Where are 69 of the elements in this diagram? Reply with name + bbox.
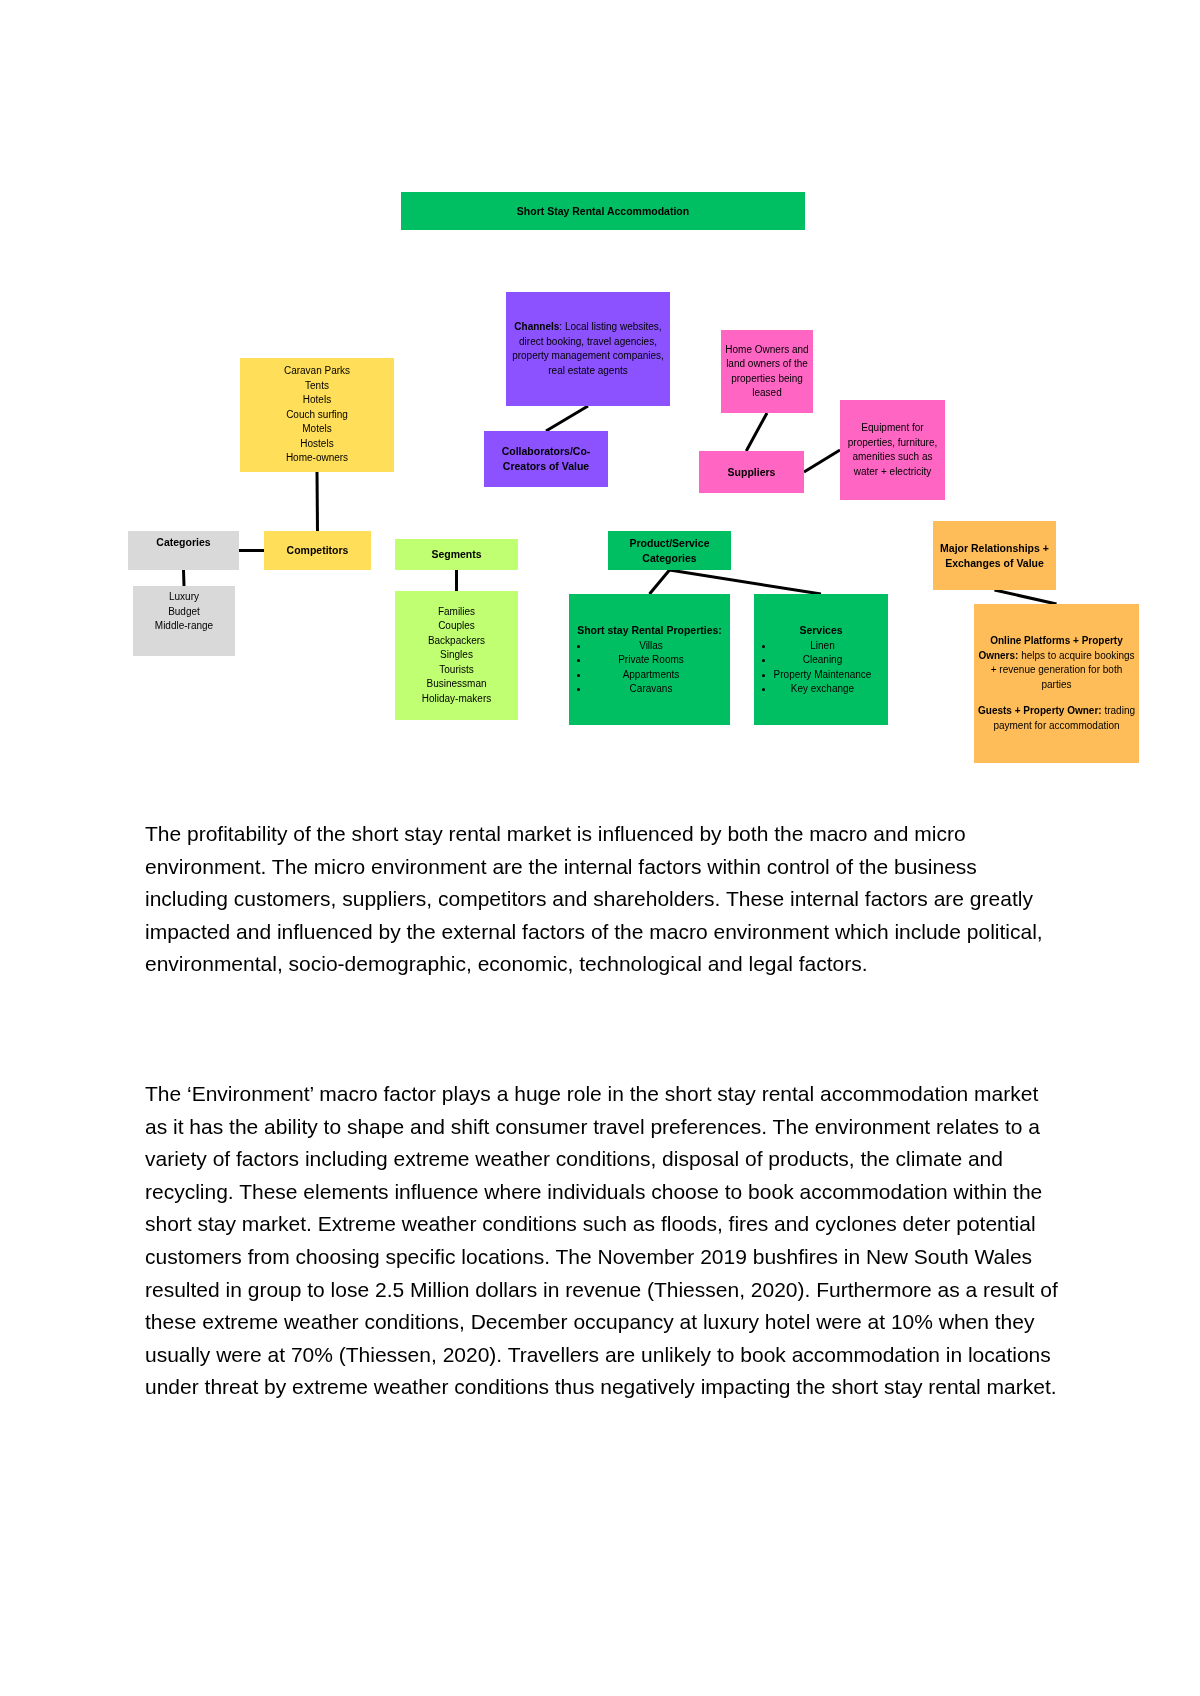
label-box	[401, 192, 805, 230]
label-box	[699, 451, 804, 493]
box-heading: Competitors	[286, 543, 349, 558]
list-item: Key exchange	[789, 682, 856, 696]
box-heading: Product/Service Categories	[628, 535, 711, 566]
label-box	[128, 531, 239, 570]
list-box	[754, 594, 888, 725]
label-box	[395, 539, 518, 570]
connector-line	[182, 569, 186, 587]
body-paragraph: The ‘Environment’ macro factor plays a huge role in the short stay rental accommodation market as it has the ability to shape and shift consumer travel preferences. The environment relates to a variety of factors including extreme weather conditions, disposal of products, the climate and recycling. These elements influence where individuals choose to book accommodation within the short stay market. Extreme weather conditions such as floods, fires and cyclones deter potential customers from choosing specific locations. The November 2019 bushfires in New South Wales resulted in group to lose 2.5 Million dollars in revenue (Thiessen, 2020). Furthermore as a result of these extreme weather conditions, December occupancy at luxury hotel were at 10% when they usually were at 70% (Thiessen, 2020). Travellers are unlikely to book accommodation in locations under threat by extreme weather conditions thus negatively impacting the short stay rental market.	[145, 1081, 1059, 1401]
list-item: Home-owners	[285, 451, 349, 466]
box-heading: Services	[798, 622, 844, 638]
box-heading: Categories	[156, 535, 211, 550]
list-item: Hotels	[302, 393, 332, 408]
box-text: Online Platforms + Property Owners: helps to acquire bookings + revenue generation for both parties	[978, 634, 1135, 692]
box-text: Guests + Property Owner: trading payment for accommodation	[978, 704, 1135, 733]
list-box	[840, 400, 945, 500]
list-item: Families	[437, 604, 476, 619]
list-item: Caravans	[628, 682, 674, 696]
list-item: Tents	[305, 378, 329, 393]
list-item: Home Owners and land owners of the properties being leased	[725, 342, 809, 400]
list-item: Appartments	[621, 667, 681, 682]
list-item: Linen	[809, 638, 836, 653]
label-box	[933, 521, 1056, 590]
list-item: Couch surfing	[286, 407, 348, 422]
list-item: Villas	[638, 638, 664, 653]
connector-line	[239, 549, 264, 552]
body-paragraph: The profitability of the short stay rental market is influenced by both the macro and micro environment. The micro environment are the internal factors within control of the business including customers, suppliers, competitors and shareholders. These internal factors are greatly impacted and influenced by the external factors of the macro environment which include political, environmental, socio-demographic, economic, technological and legal factors.	[145, 821, 1044, 978]
box-heading: Segments	[431, 547, 482, 562]
list-item: Holiday-makers	[421, 691, 492, 706]
note-box	[974, 604, 1139, 763]
list-item: Backpackers	[427, 633, 486, 648]
list-item: Luxury	[169, 590, 199, 604]
box-heading: Short Stay Rental Accommodation	[516, 203, 690, 219]
connector-line	[648, 569, 671, 595]
list-box	[240, 358, 394, 472]
note-box	[506, 292, 670, 406]
list-item: Budget	[168, 604, 200, 619]
label-box	[484, 431, 608, 487]
box-heading: Short stay Rental Properties:	[577, 622, 722, 638]
box-heading: Major Relationships + Exchanges of Value	[939, 540, 1050, 571]
list-item: Businessman	[426, 677, 487, 692]
connector-line	[744, 412, 769, 452]
list-item: Middle-range	[154, 619, 214, 633]
list-box	[721, 330, 813, 413]
list-item: Property Maintenance	[772, 667, 873, 682]
list-item: Motels	[302, 422, 332, 437]
list-item: Private Rooms	[617, 653, 685, 667]
connector-line	[315, 472, 319, 531]
label-box	[608, 531, 731, 570]
list-item: Hostels	[300, 436, 334, 451]
connector-line	[669, 568, 822, 596]
box-heading: Collaborators/Co-Creators of Value	[500, 444, 592, 474]
list-item: Couples	[438, 619, 475, 634]
list-item: Caravan Parks	[283, 364, 351, 379]
list-item: Tourists	[439, 662, 474, 677]
connector-line	[545, 404, 589, 433]
list-item: Singles	[440, 648, 473, 663]
box-text: Channels: Local listing websites, direct booking, travel agencies, property management companies, real estate agents	[511, 320, 665, 378]
box-heading: Suppliers	[727, 464, 776, 480]
list-box	[569, 594, 730, 725]
connector-line	[994, 588, 1057, 606]
list-box	[133, 586, 235, 656]
list-box	[395, 591, 518, 720]
list-item: Cleaning	[801, 653, 844, 667]
connector-line	[455, 570, 458, 591]
list-item: Equipment for properties, furniture, amenities such as water + electricity	[846, 421, 939, 479]
connector-line	[803, 448, 841, 474]
label-box	[264, 531, 371, 570]
